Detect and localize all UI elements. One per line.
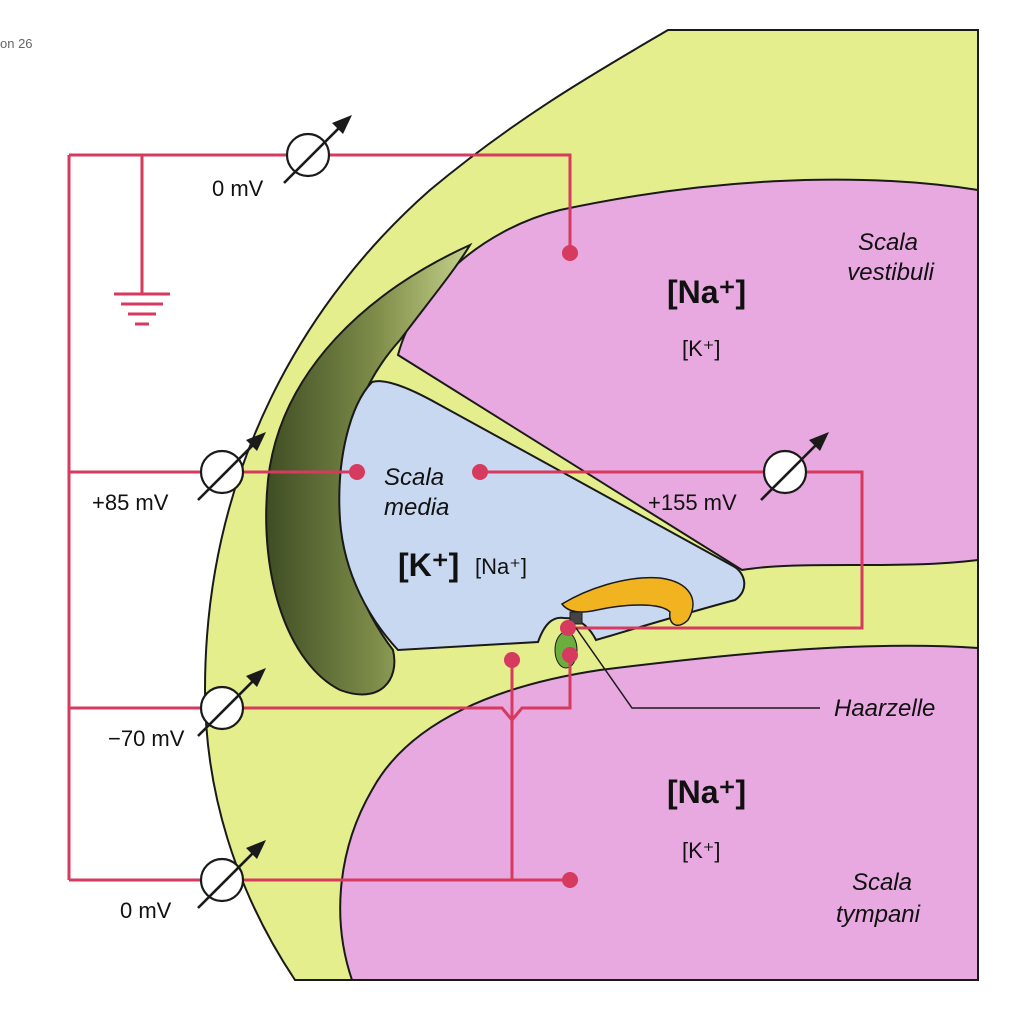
wire-top <box>69 153 572 252</box>
voltage-hair-label: −70 mV <box>108 726 185 751</box>
voltage-across-label: +155 mV <box>648 490 737 515</box>
ion-media-minor: [Na⁺] <box>475 554 527 579</box>
electrode-vestibuli <box>562 245 578 261</box>
electrode-media-left <box>349 464 365 480</box>
voltage-media-label: +85 mV <box>92 490 169 515</box>
region-media-line1: Scala <box>384 464 444 491</box>
ion-tympani-minor: [K⁺] <box>682 838 721 863</box>
region-tympani-line1: Scala <box>852 869 912 896</box>
region-vestibuli-line1: Scala <box>858 229 918 256</box>
page-fragment-label: on 26 <box>0 36 33 51</box>
ion-tympani-main: [Na⁺] <box>667 774 746 810</box>
hair-cell-callout-label: Haarzelle <box>834 695 935 722</box>
stria-vascularis <box>265 242 473 696</box>
ion-vestibuli-minor: [K⁺] <box>682 336 721 361</box>
electrode-hair-top <box>560 620 576 636</box>
ion-vestibuli-main: [Na⁺] <box>667 274 746 310</box>
tectorial-membrane <box>560 576 694 627</box>
voltage-bottom-label: 0 mV <box>120 898 172 923</box>
voltmeter-top-icon <box>282 113 354 185</box>
ion-media-main: [K⁺] <box>398 547 459 583</box>
hair-bundle <box>569 611 583 625</box>
electrode-tympani <box>562 872 578 888</box>
electrode-hair-base <box>562 647 578 663</box>
wire-hair <box>69 655 572 723</box>
electrode-media-below <box>504 652 520 668</box>
wire-across <box>480 470 864 630</box>
ground-symbol <box>114 292 170 326</box>
region-media-line2: media <box>384 494 449 521</box>
region-tympani-line2: tympani <box>836 901 921 928</box>
scala-tympani <box>339 644 979 981</box>
hair-cell-leader-line <box>575 627 820 709</box>
region-vestibuli-line2: vestibuli <box>847 259 934 286</box>
electrode-media-right <box>472 464 488 480</box>
voltage-top-label: 0 mV <box>212 176 264 201</box>
electrode-tips <box>349 245 578 888</box>
